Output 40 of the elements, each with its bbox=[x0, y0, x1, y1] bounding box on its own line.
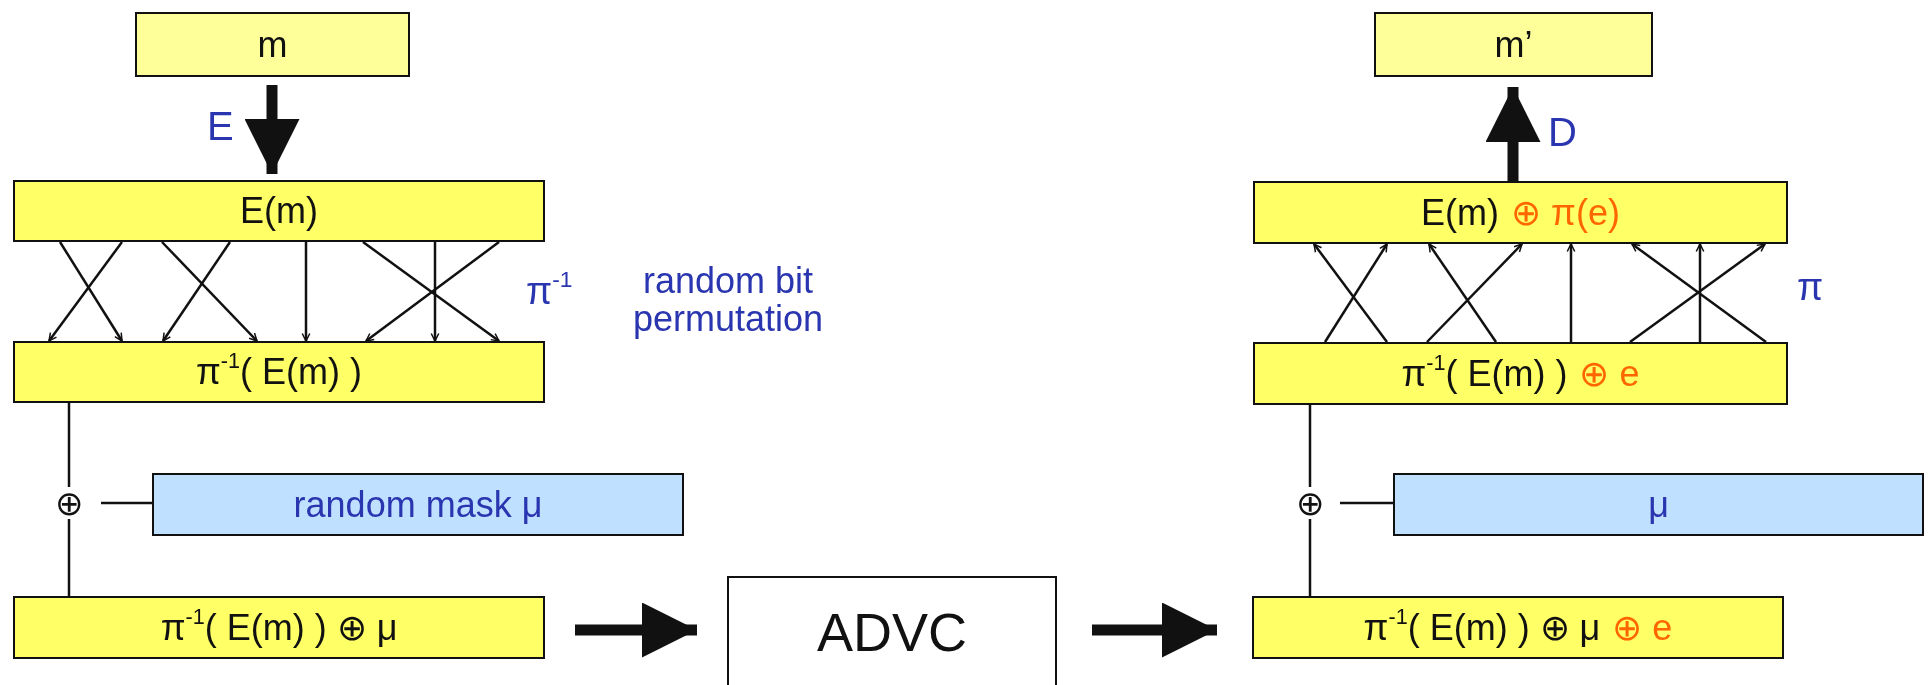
node-text: π$^{-1}$( E(m) ) ⊕ μ bbox=[1363, 606, 1601, 649]
block-arrow bbox=[1092, 602, 1217, 658]
error-term: ⊕ e bbox=[1579, 352, 1640, 395]
process-box bbox=[1253, 342, 1788, 405]
process-box: E(m) bbox=[13, 180, 545, 242]
arrow bbox=[1427, 243, 1498, 343]
connector-line bbox=[1308, 405, 1312, 487]
connector-line bbox=[1340, 501, 1393, 505]
xor-symbol: ⊕ bbox=[53, 487, 85, 519]
connector-line bbox=[101, 501, 152, 505]
xor-symbol: ⊕ bbox=[1294, 487, 1326, 519]
arrow bbox=[1426, 243, 1523, 343]
arrow bbox=[161, 241, 258, 342]
arrow bbox=[301, 242, 311, 342]
process-box bbox=[1253, 181, 1788, 244]
error-term: ⊕ e bbox=[1612, 606, 1673, 649]
arrow bbox=[430, 242, 440, 342]
block-arrow bbox=[575, 602, 697, 658]
connector-line bbox=[67, 519, 71, 596]
process-box bbox=[1252, 596, 1784, 659]
arrow bbox=[1566, 243, 1576, 342]
arrow bbox=[1695, 243, 1705, 342]
mask-box: μ bbox=[1393, 473, 1924, 536]
symbol-label: π$^{-1}$ bbox=[526, 272, 573, 312]
process-box: m bbox=[135, 12, 410, 77]
block-arrow bbox=[244, 85, 300, 174]
process-box: π$^{-1}$( E(m) ) ⊕ μ bbox=[13, 596, 545, 659]
arrow bbox=[161, 241, 232, 342]
mask-box: random mask μ bbox=[152, 473, 684, 536]
node-text: π$^{-1}$( E(m) ) bbox=[1401, 352, 1568, 395]
process-box: m’ bbox=[1374, 12, 1653, 77]
symbol-label: π bbox=[1797, 268, 1824, 308]
block-arrow bbox=[1485, 87, 1541, 181]
annotation-text: random bit permutation bbox=[631, 262, 825, 338]
process-box: π$^{-1}$( E(m) ) bbox=[13, 341, 545, 403]
connector-line bbox=[67, 403, 71, 487]
connector-line bbox=[1308, 519, 1312, 596]
node-text: E(m) bbox=[1421, 191, 1500, 234]
error-term: ⊕ π(e) bbox=[1511, 191, 1620, 234]
channel-box: ADVC bbox=[727, 576, 1057, 685]
